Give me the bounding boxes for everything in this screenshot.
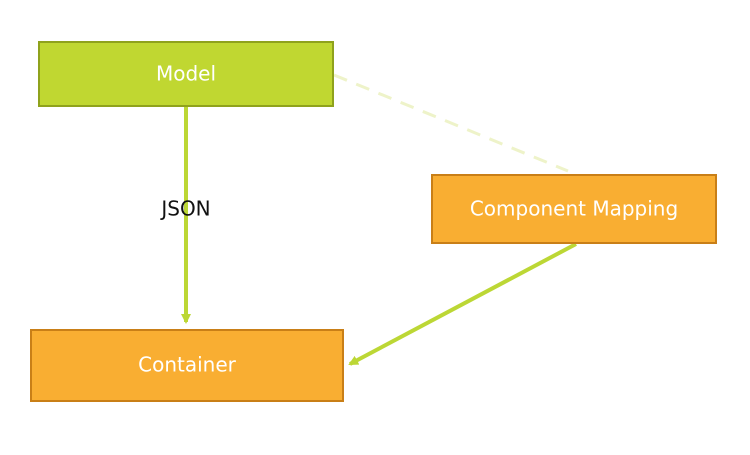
arrow-component-mapping-to-container [348,242,577,366]
component-mapping-label: Component Mapping [470,197,678,221]
model-label: Model [156,62,216,86]
container-label: Container [138,353,237,377]
component-mapping-node: Component Mapping [431,174,717,244]
dashed-connector-model-to-component-mapping [333,73,569,173]
model-node: Model [38,41,334,107]
json-edge-label: JSON [159,197,210,221]
container-node: Container [30,329,344,402]
